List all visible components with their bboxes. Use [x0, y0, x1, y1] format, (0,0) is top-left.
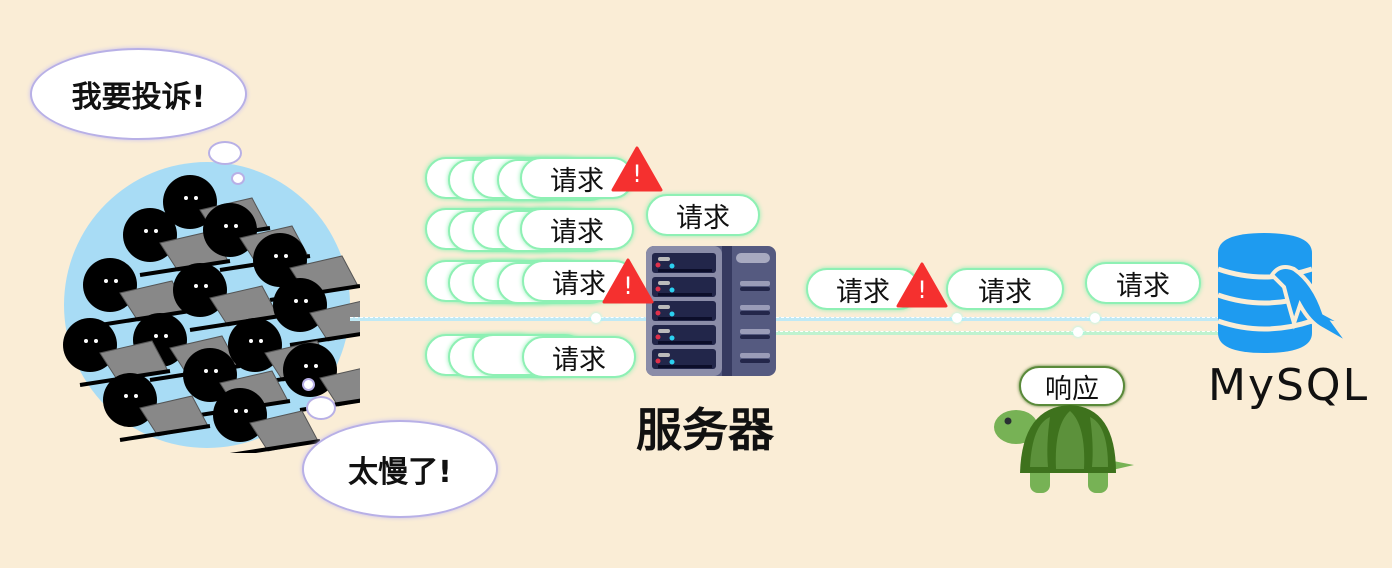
user-with-laptop	[283, 343, 360, 412]
turtle-icon	[994, 405, 1134, 493]
user-with-laptop	[83, 258, 191, 327]
slow-bubble: 太慢了!	[302, 420, 498, 518]
slow-text: 太慢了!	[348, 455, 452, 490]
thought-dot	[208, 141, 242, 165]
line-dot	[591, 313, 601, 323]
request-line	[350, 317, 1230, 321]
line-dot	[952, 313, 962, 323]
mysql-label: MySQL	[1208, 360, 1370, 411]
mysql-database-icon	[1217, 233, 1352, 353]
warning-icon: !	[611, 146, 663, 192]
user-with-laptop	[173, 263, 281, 332]
request-pill: 请求	[522, 336, 636, 378]
request-text: 请求	[550, 165, 604, 197]
user-with-laptop	[273, 278, 360, 347]
request-text: 请求	[552, 344, 606, 376]
response-line	[775, 331, 1230, 335]
warning-icon: !	[602, 258, 654, 304]
request-pill: 请求	[946, 268, 1064, 310]
svg-text:!: !	[623, 272, 633, 300]
request-text: 请求	[676, 202, 730, 234]
user-with-laptop	[213, 388, 321, 453]
thought-dot	[302, 378, 315, 391]
response-text: 响应	[1045, 373, 1099, 405]
complaint-text: 我要投诉!	[71, 80, 206, 115]
line-dot	[1073, 327, 1083, 337]
thought-dot	[231, 172, 245, 185]
request-pill: 请求	[1085, 262, 1201, 304]
server-icon	[646, 246, 776, 376]
request-text: 请求	[1116, 270, 1170, 302]
request-text: 请求	[552, 268, 606, 300]
user-with-laptop	[103, 373, 211, 442]
request-pill: 请求	[520, 157, 634, 199]
user-crowd	[63, 162, 360, 453]
user-with-laptop	[63, 318, 171, 387]
svg-text:!: !	[632, 160, 642, 188]
request-text: 请求	[836, 276, 890, 308]
svg-text:!: !	[917, 276, 927, 304]
thought-dot	[306, 396, 336, 420]
line-dot	[1090, 313, 1100, 323]
complaint-bubble: 我要投诉!	[30, 48, 247, 140]
request-pill: 请求	[520, 208, 634, 250]
server-label: 服务器	[636, 403, 774, 457]
request-text: 请求	[550, 216, 604, 248]
request-pill: 请求	[646, 194, 760, 236]
warning-icon: !	[896, 262, 948, 308]
response-pill: 响应	[1019, 366, 1125, 406]
request-text: 请求	[978, 276, 1032, 308]
